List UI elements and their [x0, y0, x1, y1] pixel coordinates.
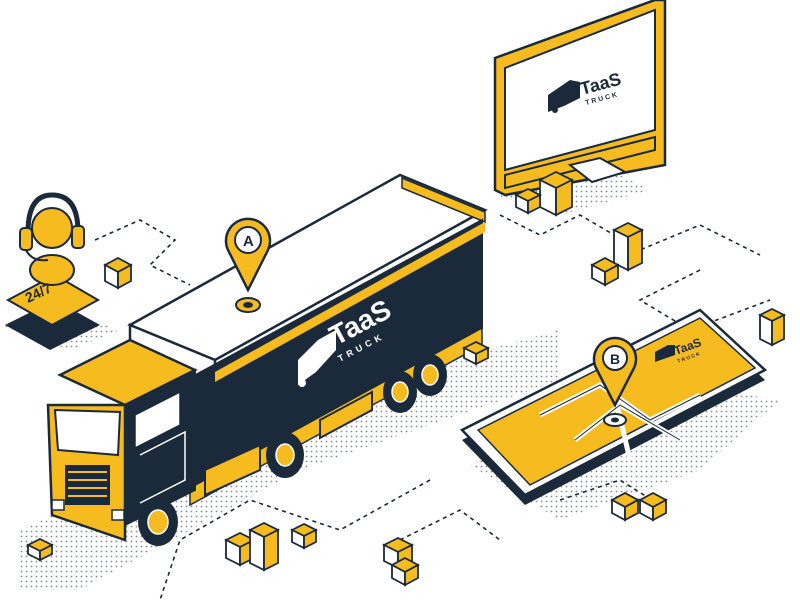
cargo-box-icon [461, 340, 491, 366]
semi-truck-icon: TaaS TRUCK [46, 173, 488, 546]
smartphone-map-icon: TaaS TRUCK B [459, 308, 768, 505]
phone-logo: TaaS TRUCK [655, 335, 703, 365]
cargo-box-icon [25, 537, 55, 562]
support-badge: 24/7 [5, 192, 101, 350]
desktop-monitor: TaaS TRUCK [493, 0, 667, 197]
cargo-box-icon [590, 256, 620, 287]
truck-logo-icon [298, 330, 336, 385]
cargo-box-icon [103, 256, 133, 290]
cargo-box-icon [611, 221, 645, 272]
wheels [138, 354, 447, 546]
truck-logo-icon [548, 80, 580, 112]
cargo-box-icon [757, 307, 787, 347]
headset-operator-icon [19, 192, 85, 286]
cargo-box-icon [390, 556, 420, 587]
cargo-box-icon [247, 521, 281, 572]
pin-b-label: B [610, 351, 620, 367]
cargo-box-icon [289, 522, 319, 550]
pin-a-label: A [243, 233, 254, 250]
cargo-box-icon [638, 491, 668, 522]
location-pin-icon: A [224, 217, 272, 313]
cargo-box-icon [537, 170, 575, 217]
location-pin-icon: B [592, 336, 638, 427]
cargo-box-icon [513, 187, 543, 215]
truck-logo-icon [655, 345, 675, 362]
route-lines [94, 214, 771, 600]
cargo-boxes [25, 170, 787, 587]
cargo-box-icon [610, 491, 640, 522]
